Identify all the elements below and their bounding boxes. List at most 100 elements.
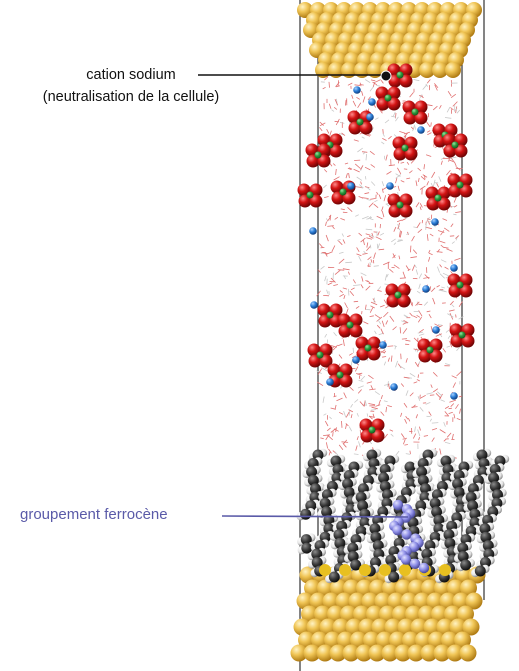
- gold-atom: [434, 579, 451, 597]
- water-molecule: [325, 221, 327, 226]
- gold-atom: [415, 631, 432, 649]
- water-molecule: [449, 340, 453, 348]
- water-molecule: [404, 418, 408, 424]
- water-molecule: [404, 131, 411, 135]
- water-molecule: [377, 289, 382, 292]
- water-molecule: [329, 416, 332, 420]
- sodium-pointer-target: [380, 70, 392, 82]
- water-molecule: [369, 262, 372, 266]
- water-molecule: [379, 304, 385, 308]
- carbon-atom: [479, 523, 491, 535]
- water-molecule: [429, 418, 433, 422]
- water-molecule: [376, 324, 381, 329]
- water-molecule: [428, 249, 431, 254]
- oxygen-atom: [459, 184, 473, 198]
- water-molecule: [357, 102, 362, 109]
- carbon-atom: [372, 540, 384, 552]
- central-atom: [401, 144, 409, 152]
- water-molecule: [415, 269, 419, 275]
- water-molecule: [436, 183, 440, 188]
- water-molecule: [424, 274, 430, 280]
- water-molecule: [392, 253, 396, 259]
- water-molecule: [437, 324, 443, 329]
- water-molecule: [372, 413, 375, 419]
- water-molecule: [455, 211, 461, 213]
- water-molecule: [332, 226, 335, 230]
- carbon-atom: [350, 559, 362, 571]
- central-atom: [326, 311, 334, 319]
- water-molecule: [439, 105, 442, 109]
- water-molecule: [345, 308, 349, 315]
- water-molecule: [408, 418, 411, 422]
- water-molecule: [363, 321, 369, 325]
- water-molecule: [418, 333, 425, 336]
- water-molecule: [378, 348, 382, 350]
- water-molecule: [400, 161, 405, 164]
- oxygen-atom: [399, 74, 413, 88]
- water-molecule: [444, 363, 451, 366]
- water-molecule: [351, 355, 356, 359]
- water-molecule: [419, 206, 422, 211]
- carbon-atom: [482, 540, 494, 552]
- carbon-atom: [319, 497, 331, 509]
- gold-atom: [381, 644, 399, 662]
- water-molecule: [327, 225, 334, 227]
- water-molecule: [397, 167, 402, 175]
- water-molecule: [360, 284, 364, 289]
- water-molecule: [324, 169, 328, 173]
- water-molecule: [366, 381, 372, 384]
- anion: [330, 180, 356, 205]
- carbon-atom: [444, 537, 456, 549]
- water-molecule: [400, 180, 405, 183]
- ferrocene-atom: [392, 525, 403, 536]
- central-atom: [426, 346, 434, 354]
- water-molecule: [381, 320, 385, 328]
- water-molecule: [439, 273, 445, 279]
- water-molecule: [387, 381, 389, 387]
- water-molecule: [418, 328, 424, 333]
- water-molecule: [327, 282, 333, 286]
- water-molecule: [379, 232, 385, 236]
- water-molecule: [356, 373, 362, 376]
- gold-atom: [460, 579, 477, 597]
- water-molecule: [394, 345, 397, 350]
- water-molecule: [361, 216, 369, 220]
- water-molecule: [368, 403, 376, 406]
- water-molecule: [316, 290, 321, 297]
- water-molecule: [432, 372, 438, 377]
- water-molecule: [393, 111, 396, 117]
- water-molecule: [375, 79, 381, 83]
- water-molecule: [355, 214, 359, 217]
- water-molecule: [317, 368, 323, 375]
- water-molecule: [382, 138, 387, 141]
- water-molecule: [365, 154, 367, 161]
- carbon-atom: [366, 449, 378, 461]
- water-molecule: [455, 235, 460, 239]
- gold-atom: [330, 579, 347, 597]
- water-molecule: [450, 403, 455, 407]
- water-molecule: [442, 272, 450, 277]
- water-molecule: [393, 226, 397, 232]
- water-molecule: [403, 438, 406, 445]
- water-molecule: [328, 103, 332, 109]
- carbon-atom: [415, 500, 427, 512]
- oxygen-atom: [342, 191, 356, 205]
- water-molecule: [387, 345, 394, 347]
- water-molecule: [323, 184, 327, 189]
- ferrocene-atom: [400, 554, 412, 565]
- water-molecule: [370, 385, 374, 390]
- water-molecule: [433, 83, 439, 89]
- gold-atom: [449, 618, 467, 636]
- water-molecule: [383, 261, 390, 266]
- central-atom: [396, 71, 404, 79]
- water-molecule: [381, 206, 384, 212]
- carbon-atom: [330, 455, 342, 467]
- water-molecule: [319, 127, 323, 132]
- water-molecule: [403, 132, 408, 138]
- carbon-atom: [431, 506, 443, 518]
- water-molecule: [418, 436, 420, 441]
- water-molecule: [402, 321, 408, 325]
- central-atom: [306, 191, 314, 199]
- water-molecule: [412, 124, 416, 132]
- water-molecule: [380, 79, 384, 84]
